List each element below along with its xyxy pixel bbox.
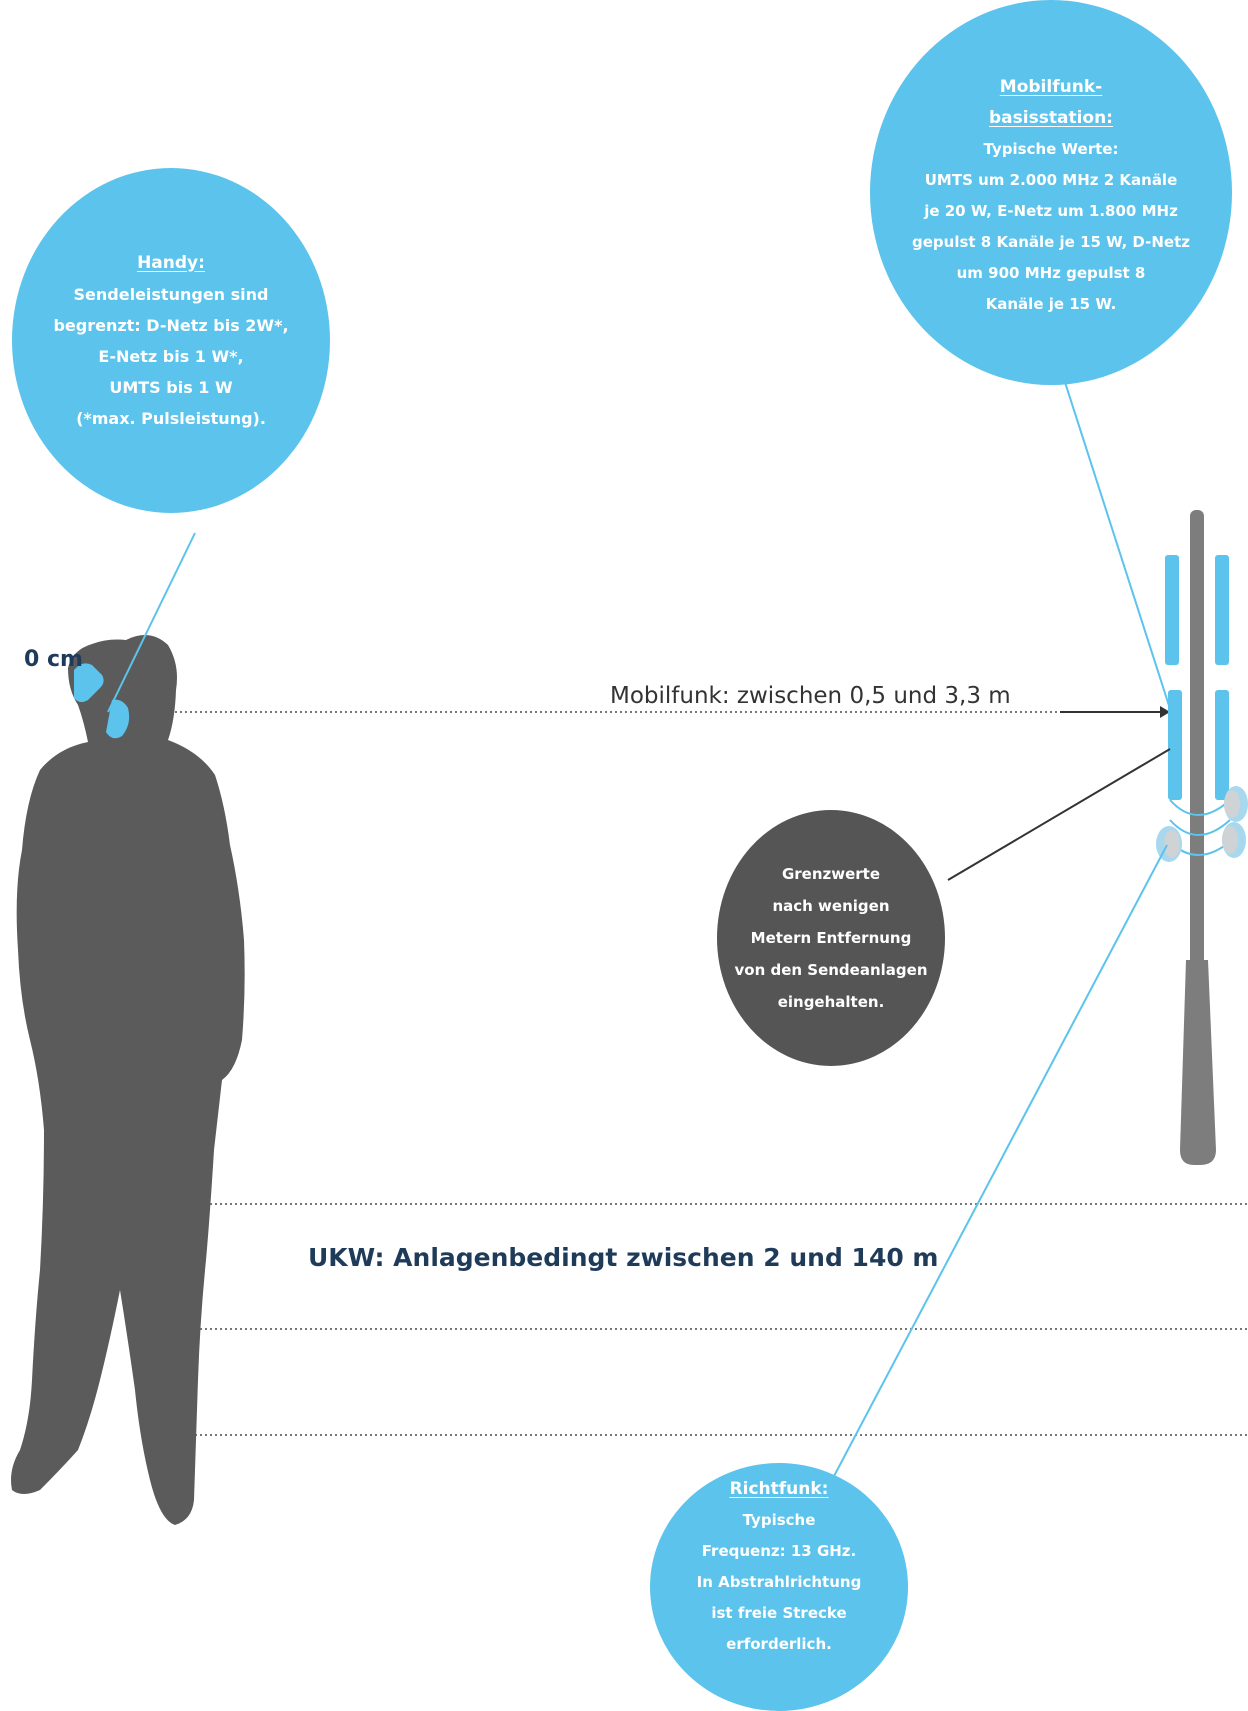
- basisstation-title: Mobilfunk-: [999, 76, 1103, 97]
- richtfunk-info-bubble: Richtfunk: Typische Frequenz: 13 GHz. In…: [650, 1463, 908, 1711]
- handy-info-bubble: Handy: Sendeleistungen sind begrenzt: D-…: [12, 168, 330, 513]
- mobilfunk-distance-label: Mobilfunk: zwischen 0,5 und 3,3 m: [610, 683, 1011, 709]
- basisstation-info-bubble: Mobilfunk- basisstation: Typische Werte:…: [870, 0, 1232, 385]
- antenna-mast: [1156, 510, 1248, 1165]
- basisstation-line: Kanäle je 15 W.: [985, 294, 1117, 313]
- handy-pointer: [107, 532, 196, 713]
- basisstation-line: je 20 W, E-Netz um 1.800 MHz: [924, 201, 1178, 220]
- grenzwerte-pointer: [947, 748, 1171, 881]
- basisstation-pointer: [1062, 375, 1173, 716]
- grenzwerte-line: von den Sendeanlagen: [734, 961, 928, 979]
- handy-line: (*max. Pulsleistung).: [76, 408, 266, 428]
- handy-title: Handy:: [137, 252, 205, 273]
- basisstation-line: um 900 MHz gepulst 8: [956, 263, 1146, 282]
- person-silhouette: [11, 635, 245, 1525]
- richtfunk-line: Typische: [742, 1511, 816, 1529]
- richtfunk-title: Richtfunk:: [729, 1479, 829, 1499]
- handy-line: begrenzt: D-Netz bis 2W*,: [53, 315, 289, 335]
- handy-line: E-Netz bis 1 W*,: [98, 346, 244, 366]
- basisstation-line: Typische Werte:: [983, 139, 1119, 158]
- diagram-graphics: [11, 375, 1248, 1525]
- grenzwerte-line: eingehalten.: [777, 993, 885, 1011]
- zero-cm-label: 0 cm: [24, 647, 83, 672]
- handy-line: UMTS bis 1 W: [109, 377, 233, 397]
- ukw-distance-label: UKW: Anlagenbedingt zwischen 2 und 140 m: [308, 1243, 939, 1272]
- grenzwerte-info-bubble: Grenzwerte nach wenigen Metern Entfernun…: [717, 810, 945, 1066]
- richtfunk-line: ist freie Strecke: [711, 1604, 847, 1622]
- basisstation-line: UMTS um 2.000 MHz 2 Kanäle: [924, 170, 1178, 189]
- phone-ear-glow: [106, 699, 130, 739]
- grenzwerte-line: Grenzwerte: [781, 865, 881, 883]
- richtfunk-pointer: [832, 844, 1168, 1479]
- basisstation-line: gepulst 8 Kanäle je 15 W, D-Netz: [912, 232, 1190, 251]
- handy-line: Sendeleistungen sind: [73, 284, 269, 304]
- richtfunk-line: In Abstrahlrichtung: [696, 1573, 862, 1591]
- mobilfunk-arrowhead: [1160, 706, 1170, 718]
- richtfunk-line: Frequenz: 13 GHz.: [701, 1542, 857, 1560]
- basisstation-title: basisstation:: [989, 107, 1113, 128]
- phone-handset: [74, 663, 104, 703]
- richtfunk-line: erforderlich.: [726, 1635, 832, 1653]
- grenzwerte-line: Metern Entfernung: [750, 929, 912, 947]
- grenzwerte-line: nach wenigen: [772, 897, 890, 915]
